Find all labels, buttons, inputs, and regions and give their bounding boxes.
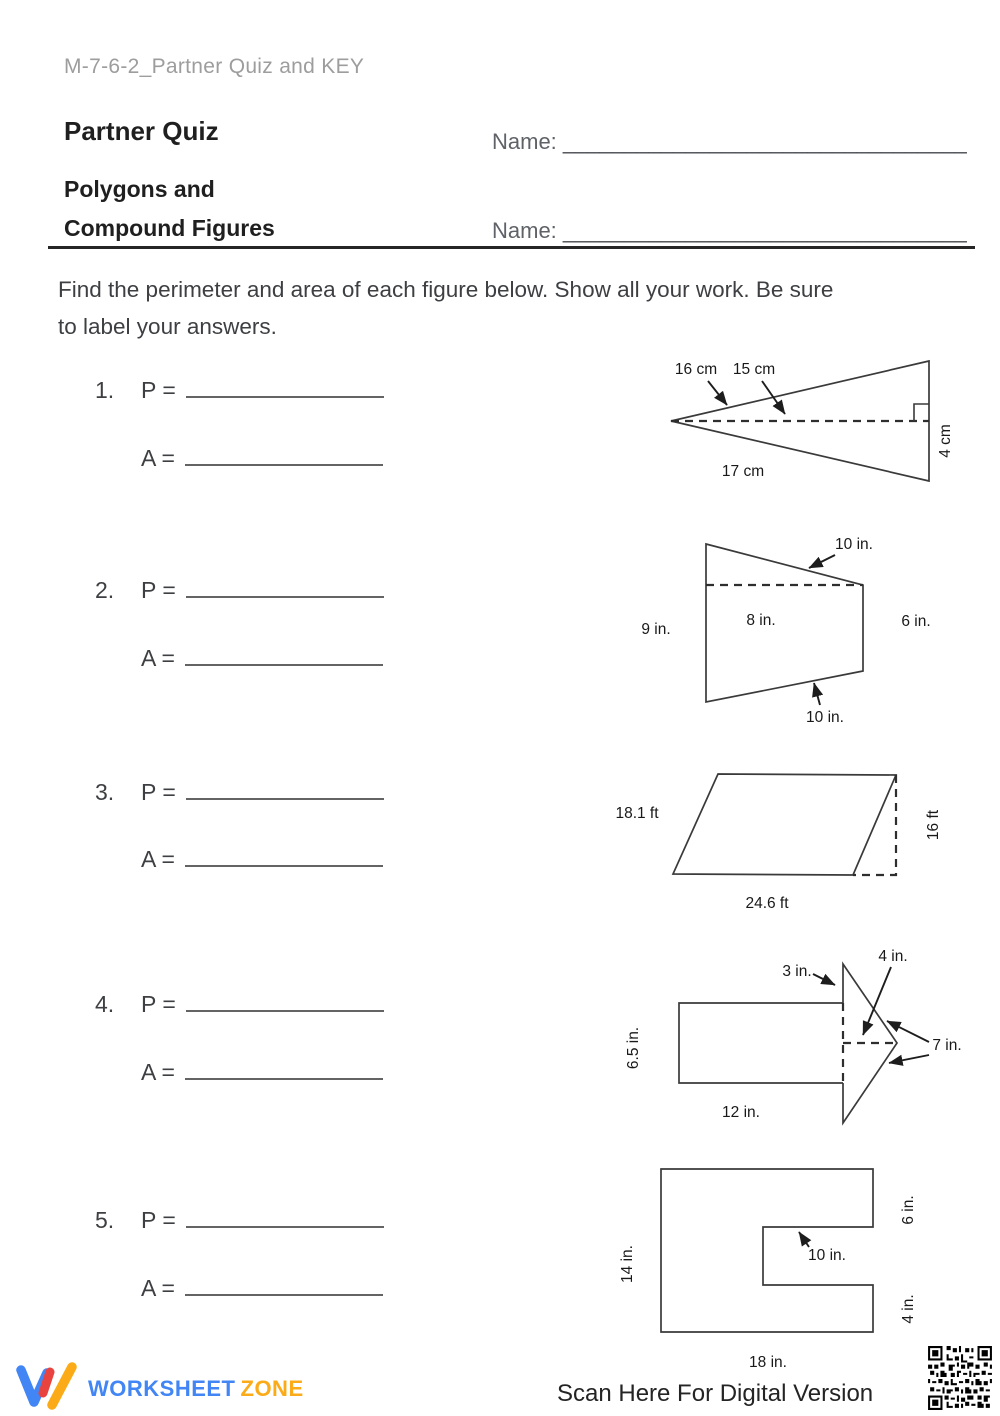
problem-2-area-label: A = xyxy=(141,645,175,671)
name-blank-line-2[interactable]: _________________________________ xyxy=(562,218,967,243)
figure-1-triangle: 16 cm 15 cm 17 cm 4 cm xyxy=(670,359,954,483)
parallelogram-height-label: 16 ft xyxy=(925,809,942,840)
trapezoid-top-slant-label: 10 in. xyxy=(835,536,873,553)
triangle-height-label: 15 cm xyxy=(733,361,775,378)
problem-4-perimeter-answer-line[interactable] xyxy=(185,988,384,1012)
figure-5-c-shape: 14 in. 6 in. 4 in. 10 in. 18 in. xyxy=(619,1168,917,1371)
trapezoid-bottom-slant-label: 10 in. xyxy=(806,709,844,726)
name-label-1: Name: xyxy=(492,129,557,154)
problem-2-area-row: A = xyxy=(141,642,383,672)
problem-1-perimeter-label: P = xyxy=(141,377,176,403)
triangle-top-side-label: 16 cm xyxy=(675,361,717,378)
problem-5-area-row: A = xyxy=(141,1272,383,1302)
figure-2-trapezoid: 10 in. 8 in. 9 in. 6 in. 10 in. xyxy=(641,536,930,726)
figure-3-parallelogram: 18.1 ft 16 ft 24.6 ft xyxy=(615,773,942,912)
problem-4-area-label: A = xyxy=(141,1059,175,1085)
arrow-rect-height-label: 6.5 in. xyxy=(625,1027,642,1069)
brand-word-zone: ZONE xyxy=(240,1376,304,1401)
subtitle-line-2: Compound Figures xyxy=(64,215,275,241)
figure-4-arrow-shape: 3 in. 4 in. 7 in. 6.5 in. 12 in. xyxy=(625,948,962,1126)
worksheetzone-logo-icon[interactable] xyxy=(14,1360,80,1412)
right-angle-mark xyxy=(913,403,929,421)
problem-1-perimeter-row: 1. P = xyxy=(95,374,384,404)
problem-3-area-label: A = xyxy=(141,846,175,872)
instructions-line-2: to label your answers. xyxy=(58,314,277,339)
trapezoid-width-label: 8 in. xyxy=(746,612,775,629)
cshape-right-top-label: 6 in. xyxy=(900,1195,917,1224)
problem-5-perimeter-label: P = xyxy=(141,1207,176,1233)
cshape-notch-label: 10 in. xyxy=(808,1247,846,1264)
problem-3-perimeter-row: 3. P = xyxy=(95,776,384,806)
cshape-right-bottom-label: 4 in. xyxy=(900,1294,917,1323)
trapezoid-left-side-label: 9 in. xyxy=(641,621,670,638)
problem-4-number: 4. xyxy=(95,991,115,1017)
triangle-bottom-side-label: 17 cm xyxy=(722,463,764,480)
scan-here-text: Scan Here For Digital Version xyxy=(557,1380,874,1407)
cshape-bottom-label: 18 in. xyxy=(749,1354,787,1371)
brand-word-worksheet: WORKSHEET xyxy=(88,1376,236,1401)
problem-2-perimeter-label: P = xyxy=(141,577,176,603)
problem-4-perimeter-label: P = xyxy=(141,991,176,1017)
problem-3-area-row: A = xyxy=(141,843,383,873)
problem-5-number: 5. xyxy=(95,1207,115,1233)
problem-1-area-answer-line[interactable] xyxy=(184,442,383,466)
triangle-right-side-label: 4 cm xyxy=(937,424,954,458)
problem-1-number: 1. xyxy=(95,377,115,403)
document-file-label: M-7-6-2_Partner Quiz and KEY xyxy=(64,55,365,78)
problem-2-area-answer-line[interactable] xyxy=(184,642,383,666)
problem-1-area-row: A = xyxy=(141,442,383,472)
problem-4-area-row: A = xyxy=(141,1056,383,1086)
name-field-2: Name: _________________________________ xyxy=(492,218,967,244)
parallelogram-base-label: 24.6 ft xyxy=(745,895,789,912)
subtitle-line-1: Polygons and xyxy=(64,176,215,202)
problem-2-perimeter-row: 2. P = xyxy=(95,574,384,604)
name-label-2: Name: xyxy=(492,218,557,243)
cshape-left-side-label: 14 in. xyxy=(619,1245,636,1283)
problem-3-perimeter-answer-line[interactable] xyxy=(185,776,384,800)
instructions-line-1: Find the perimeter and area of each figu… xyxy=(58,277,834,302)
problem-3-area-answer-line[interactable] xyxy=(184,843,383,867)
instructions: Find the perimeter and area of each figu… xyxy=(58,271,948,345)
problem-2-perimeter-answer-line[interactable] xyxy=(185,574,384,598)
arrow-head-base-label: 3 in. xyxy=(782,963,811,980)
problem-3-number: 3. xyxy=(95,779,115,805)
arrow-head-edge-label: 7 in. xyxy=(932,1037,961,1054)
problem-5-area-answer-line[interactable] xyxy=(184,1272,383,1296)
name-field-1: Name: _________________________________ xyxy=(492,129,967,155)
problem-4-area-answer-line[interactable] xyxy=(184,1056,383,1080)
name-blank-line-1[interactable]: _________________________________ xyxy=(562,129,967,154)
arrow-head-depth-label: 4 in. xyxy=(878,948,907,965)
problem-5-perimeter-row: 5. P = xyxy=(95,1204,384,1234)
problem-3-perimeter-label: P = xyxy=(141,779,176,805)
problem-5-perimeter-answer-line[interactable] xyxy=(185,1204,384,1228)
problem-5-area-label: A = xyxy=(141,1275,175,1301)
arrow-rect-width-label: 12 in. xyxy=(722,1104,760,1121)
header-divider xyxy=(48,246,975,249)
problem-2-number: 2. xyxy=(95,577,115,603)
problem-1-perimeter-answer-line[interactable] xyxy=(185,374,384,398)
parallelogram-side-label: 18.1 ft xyxy=(615,805,659,822)
problem-4-perimeter-row: 4. P = xyxy=(95,988,384,1018)
problem-1-area-label: A = xyxy=(141,445,175,471)
qr-code xyxy=(926,1344,994,1412)
page-title: Partner Quiz xyxy=(64,116,219,146)
trapezoid-right-side-label: 6 in. xyxy=(901,613,930,630)
